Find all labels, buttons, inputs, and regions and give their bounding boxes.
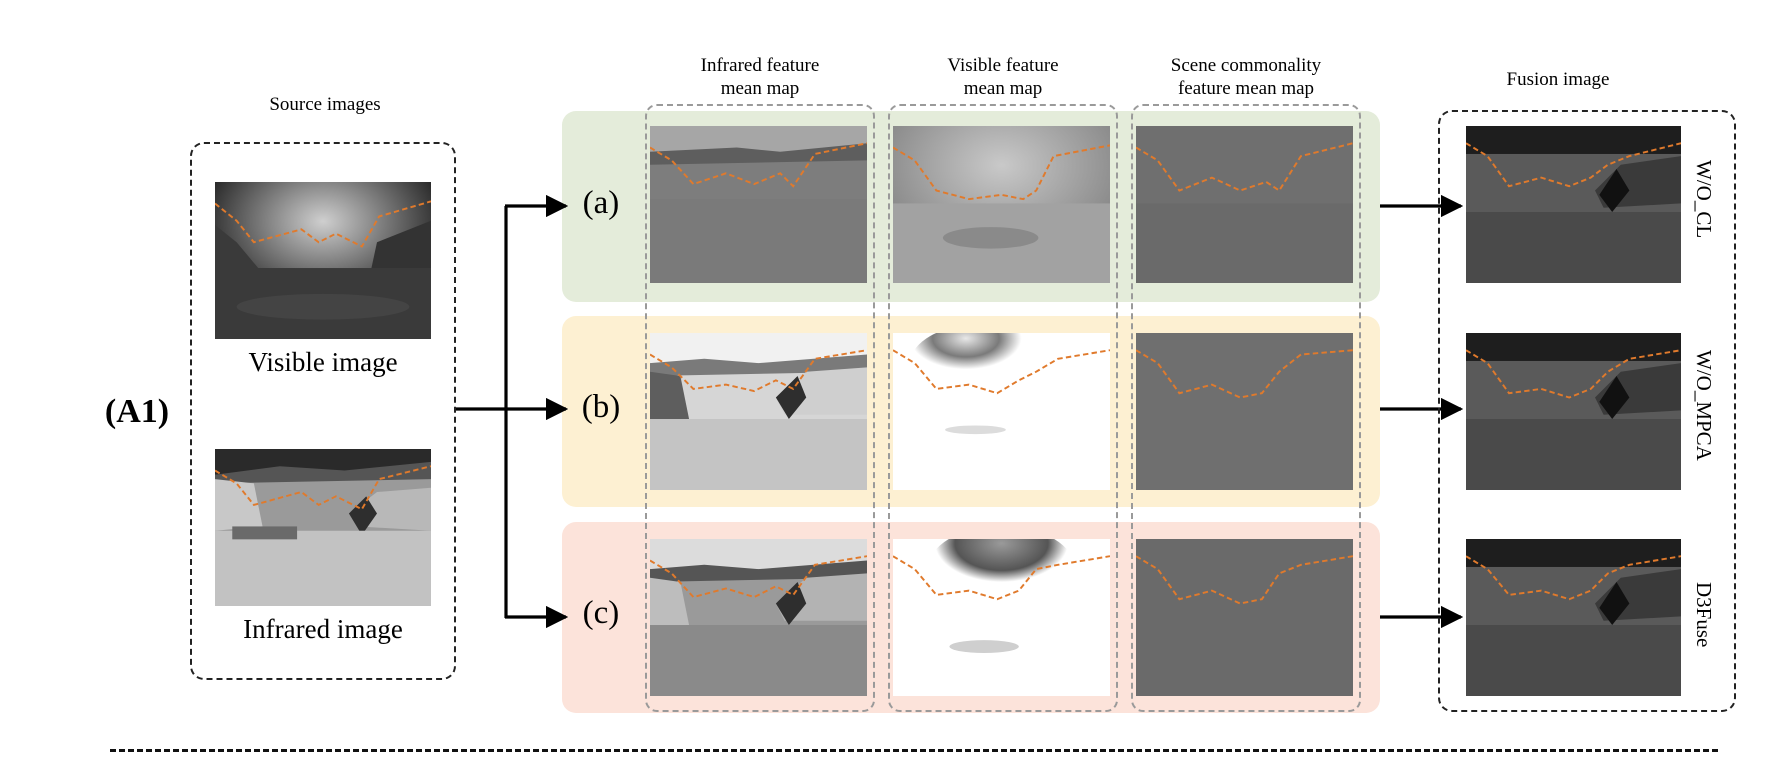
row-a-infrared-map <box>650 126 867 283</box>
row-label-c: (c) <box>566 594 636 634</box>
row-c-fusion-image <box>1466 539 1681 696</box>
row-label-a: (a) <box>566 184 636 224</box>
row-c-visible-map <box>893 539 1110 696</box>
row-b-fusion-image <box>1466 333 1681 490</box>
method-label-c: D3Fuse <box>1691 582 1716 647</box>
bottom-separator <box>110 749 1718 752</box>
method-label-a: W/O_CL <box>1691 160 1716 238</box>
row-a-fusion-image <box>1466 126 1681 283</box>
row-c-infrared-map <box>650 539 867 696</box>
row-label-b: (b) <box>566 388 636 428</box>
method-label-b: W/O_MPCA <box>1691 350 1716 461</box>
row-b-infrared-map <box>650 333 867 490</box>
row-b-visible-map <box>893 333 1110 490</box>
row-a-visible-map <box>893 126 1110 283</box>
row-c-common-map <box>1136 539 1353 696</box>
row-b-common-map <box>1136 333 1353 490</box>
row-a-common-map <box>1136 126 1353 283</box>
